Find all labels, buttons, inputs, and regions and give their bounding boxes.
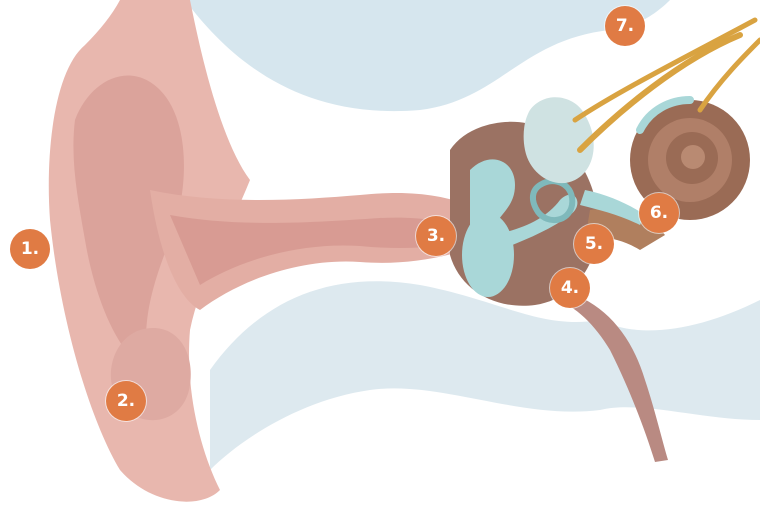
marker-6: 6. [639, 193, 679, 233]
marker-5: 5. [574, 224, 614, 264]
cochlea-ring-4 [681, 145, 705, 169]
marker-3: 3. [416, 216, 456, 256]
marker-2: 2. [106, 381, 146, 421]
bone-shadow-lower [210, 281, 760, 470]
marker-1: 1. [10, 229, 50, 269]
marker-7: 7. [605, 6, 645, 46]
bone-shadow-top [185, 0, 670, 111]
marker-4: 4. [550, 268, 590, 308]
eardrum [462, 213, 514, 297]
